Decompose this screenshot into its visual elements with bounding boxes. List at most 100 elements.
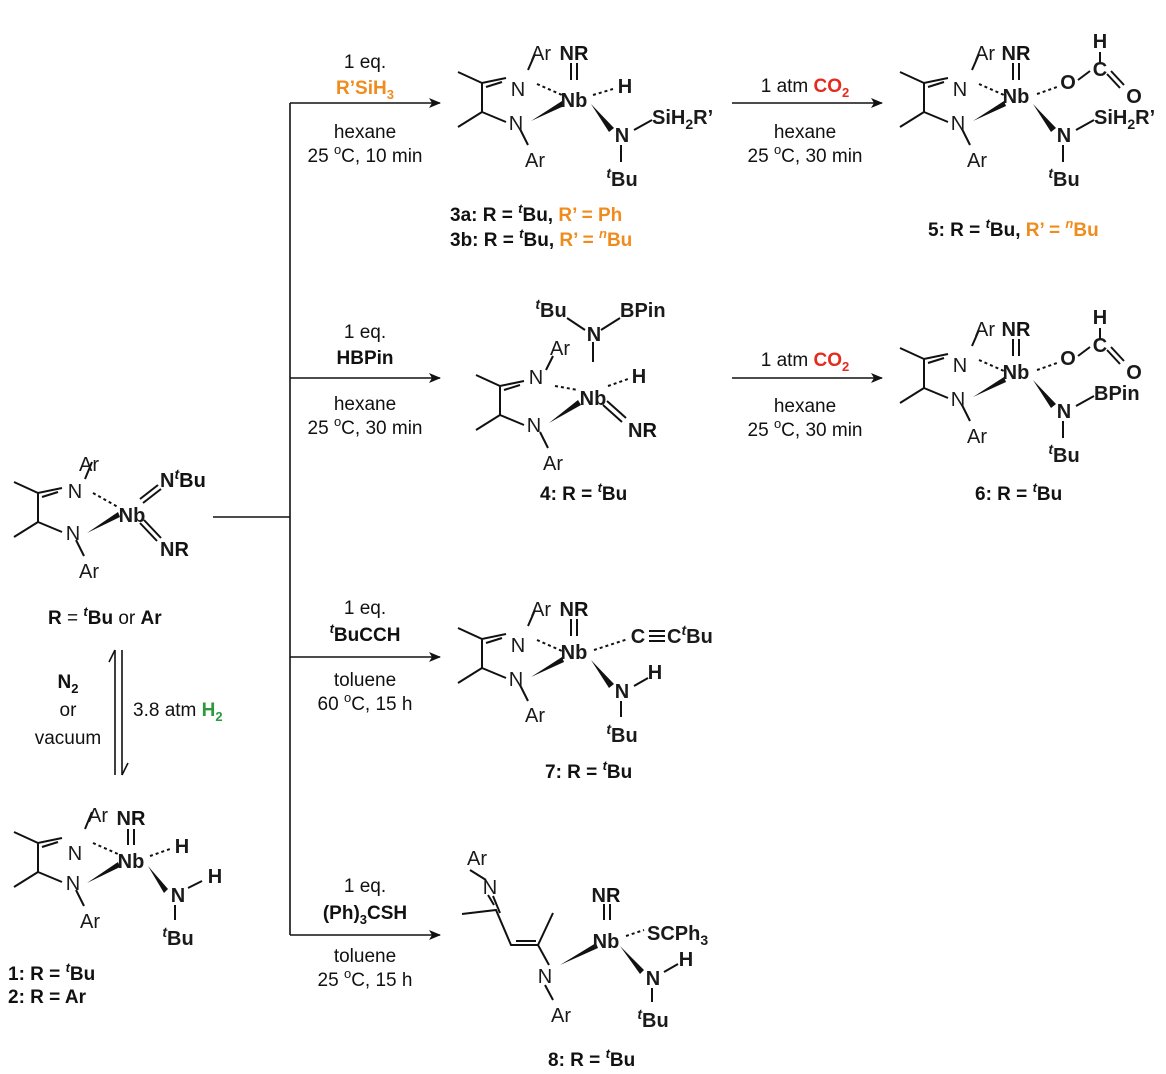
svg-text:Ar: Ar [88,805,108,827]
svg-text:BPin: BPin [1094,383,1140,405]
svg-text:N: N [527,415,541,437]
equilibrium-arrows [108,649,129,776]
svg-text:N: N [646,968,660,990]
svg-text:O: O [1060,348,1076,370]
svg-text:R = tBu or Ar: R = tBu or Ar [48,604,162,629]
conditions-rxn-7: 1 eq. tBuCCH toluene 60 oC, 15 h [318,598,413,715]
svg-text:SiH2R’: SiH2R’ [1094,107,1155,132]
svg-text:Ar: Ar [531,599,551,621]
svg-text:60 oC, 15 h: 60 oC, 15 h [318,690,413,715]
conditions-rxn-3: 1 eq. R’SiH3 hexane 25 oC, 10 min [308,52,423,167]
svg-text:Ar: Ar [975,319,995,341]
svg-text:tBu: tBu [637,1006,668,1032]
svg-text:H: H [632,366,646,388]
svg-text:1 eq.: 1 eq. [344,52,386,73]
svg-text:1 eq.: 1 eq. [344,876,386,897]
svg-text:25 oC, 10 min: 25 oC, 10 min [308,142,423,167]
svg-text:H: H [1093,307,1107,329]
svg-text:Ar: Ar [967,150,987,172]
svg-text:O: O [1126,86,1142,108]
svg-text:1 eq.: 1 eq. [344,322,386,343]
svg-text:O: O [1126,362,1142,384]
svg-text:NR: NR [628,420,657,442]
svg-text:tBu: tBu [606,721,637,747]
svg-text:N: N [509,669,523,691]
svg-text:Nb: Nb [1003,86,1030,108]
svg-text:NR: NR [1002,319,1031,341]
svg-text:3a: R = tBu, R’ = Ph: 3a: R = tBu, R’ = Ph [450,201,622,226]
svg-text:HBPin: HBPin [337,348,394,369]
svg-text:tBu: tBu [162,924,193,950]
svg-text:N: N [66,873,80,895]
svg-text:7: R = tBu: 7: R = tBu [545,758,632,783]
svg-text:Ar: Ar [79,454,99,476]
svg-text:N: N [66,523,80,545]
svg-text:Ar: Ar [525,150,545,172]
svg-text:25 oC, 30 min: 25 oC, 30 min [308,414,423,439]
svg-text:N: N [68,481,82,503]
svg-text:8: R = tBu: 8: R = tBu [548,1046,635,1071]
compound-1-2: Ar N N Ar Nb NR H N H tBu 1: R = tBu 2: … [8,805,222,1008]
svg-text:Nb: Nb [1003,362,1030,384]
svg-text:tBu: tBu [606,165,637,191]
svg-text:Nb: Nb [561,90,588,112]
svg-text:Ar: Ar [80,911,100,933]
svg-text:Nb: Nb [119,505,146,527]
svg-text:6: R = tBu: 6: R = tBu [975,480,1062,505]
compound-5: Ar N N Ar Nb NR O C O H N SiH2R’ tBu 5: … [899,31,1155,241]
conditions-rxn-8: 1 eq. (Ph)3CSH toluene 25 oC, 15 h [318,876,413,991]
svg-text:H: H [175,836,189,858]
svg-text:NR: NR [160,539,189,561]
svg-text:(Ph)3CSH: (Ph)3CSH [323,903,407,927]
svg-text:NR: NR [560,599,589,621]
equilibrium-labels: N2 or vacuum 3.8 atm H2 [35,672,223,749]
svg-text:Ar: Ar [975,43,995,65]
svg-text:tBu: tBu [1048,441,1079,467]
svg-text:2: R = Ar: 2: R = Ar [8,987,87,1008]
svg-text:or: or [60,700,78,721]
svg-text:C: C [1093,335,1107,357]
svg-text:4: R = tBu: 4: R = tBu [540,480,627,505]
svg-text:Nb: Nb [561,642,588,664]
svg-text:3b: R = tBu, R’ = nBu: 3b: R = tBu, R’ = nBu [450,226,632,251]
svg-text:N: N [171,885,185,907]
svg-text:O: O [1060,72,1076,94]
svg-text:H: H [208,866,222,888]
svg-text:toluene: toluene [334,946,396,967]
svg-text:Ar: Ar [525,705,545,727]
svg-text:N: N [511,79,525,101]
svg-text:CtBu: CtBu [667,622,713,648]
svg-text:Ar: Ar [543,453,563,475]
svg-text:N: N [509,113,523,135]
svg-text:N: N [615,125,629,147]
svg-text:25 oC, 30 min: 25 oC, 30 min [748,416,863,441]
svg-text:3.8 atm H2: 3.8 atm H2 [133,700,223,724]
svg-text:hexane: hexane [334,394,396,415]
svg-text:N: N [951,389,965,411]
svg-text:H: H [1093,31,1107,53]
svg-text:NtBu: NtBu [160,466,206,492]
compound-4: tBu N BPin Ar N N Ar Nb H NR 4: R = tBu [475,296,666,505]
svg-text:Nb: Nb [580,388,607,410]
svg-text:C: C [1093,59,1107,81]
svg-text:1 atm CO2: 1 atm CO2 [761,76,850,100]
conditions-rxn-6: 1 atm CO2 hexane 25 oC, 30 min [748,350,863,441]
svg-text:5: R = tBu, R’ = nBu: 5: R = tBu, R’ = nBu [928,216,1099,241]
svg-text:Ar: Ar [531,43,551,65]
svg-text:1 atm CO2: 1 atm CO2 [761,350,850,374]
svg-text:N: N [951,113,965,135]
compound-3: Ar N N Ar Nb NR H N SiH2R’ tBu 3a: R = t… [450,43,713,251]
svg-text:H: H [648,662,662,684]
svg-text:N: N [587,324,601,346]
svg-text:N: N [483,877,497,899]
starting-compound: Ar N N Ar Nb NtBu NR R = tBu or Ar [13,454,206,629]
compound-7: Ar N N Ar Nb NR C CtBu N H tBu 7: R = tB… [457,599,713,783]
svg-text:NR: NR [560,43,589,65]
svg-text:NR: NR [117,808,146,830]
svg-text:BPin: BPin [620,300,666,322]
svg-text:Ar: Ar [551,1005,571,1027]
svg-text:N2: N2 [58,672,79,696]
svg-text:SiH2R’: SiH2R’ [652,107,713,132]
svg-text:Nb: Nb [118,851,145,873]
